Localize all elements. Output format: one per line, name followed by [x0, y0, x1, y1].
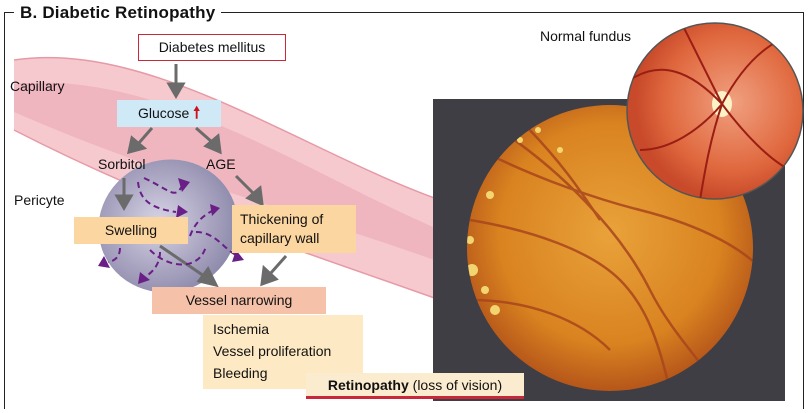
- consequence-proliferation: Vessel proliferation: [213, 340, 363, 362]
- age-label: AGE: [206, 156, 236, 172]
- glucose-box: Glucose 🠕: [117, 100, 221, 127]
- thickening-line-1: Thickening of: [240, 210, 356, 229]
- retinopathy-note: (loss of vision): [413, 377, 502, 393]
- retinopathy-label: Retinopathy: [328, 377, 409, 393]
- sorbitol-label: Sorbitol: [98, 156, 145, 172]
- thickening-box: Thickening of capillary wall: [232, 205, 356, 253]
- capillary-label: Capillary: [10, 78, 64, 94]
- thickening-line-2: capillary wall: [240, 229, 356, 248]
- up-arrow-icon: 🠕: [193, 105, 200, 122]
- diabetes-mellitus-box: Diabetes mellitus: [138, 34, 286, 61]
- normal-fundus-label: Normal fundus: [540, 28, 631, 44]
- pericyte-label: Pericyte: [14, 192, 65, 208]
- swelling-box: Swelling: [74, 217, 188, 244]
- retinopathy-box: Retinopathy (loss of vision): [306, 373, 524, 399]
- consequence-ischemia: Ischemia: [213, 318, 363, 340]
- glucose-label: Glucose: [138, 105, 189, 121]
- vessel-narrowing-box: Vessel narrowing: [152, 287, 326, 314]
